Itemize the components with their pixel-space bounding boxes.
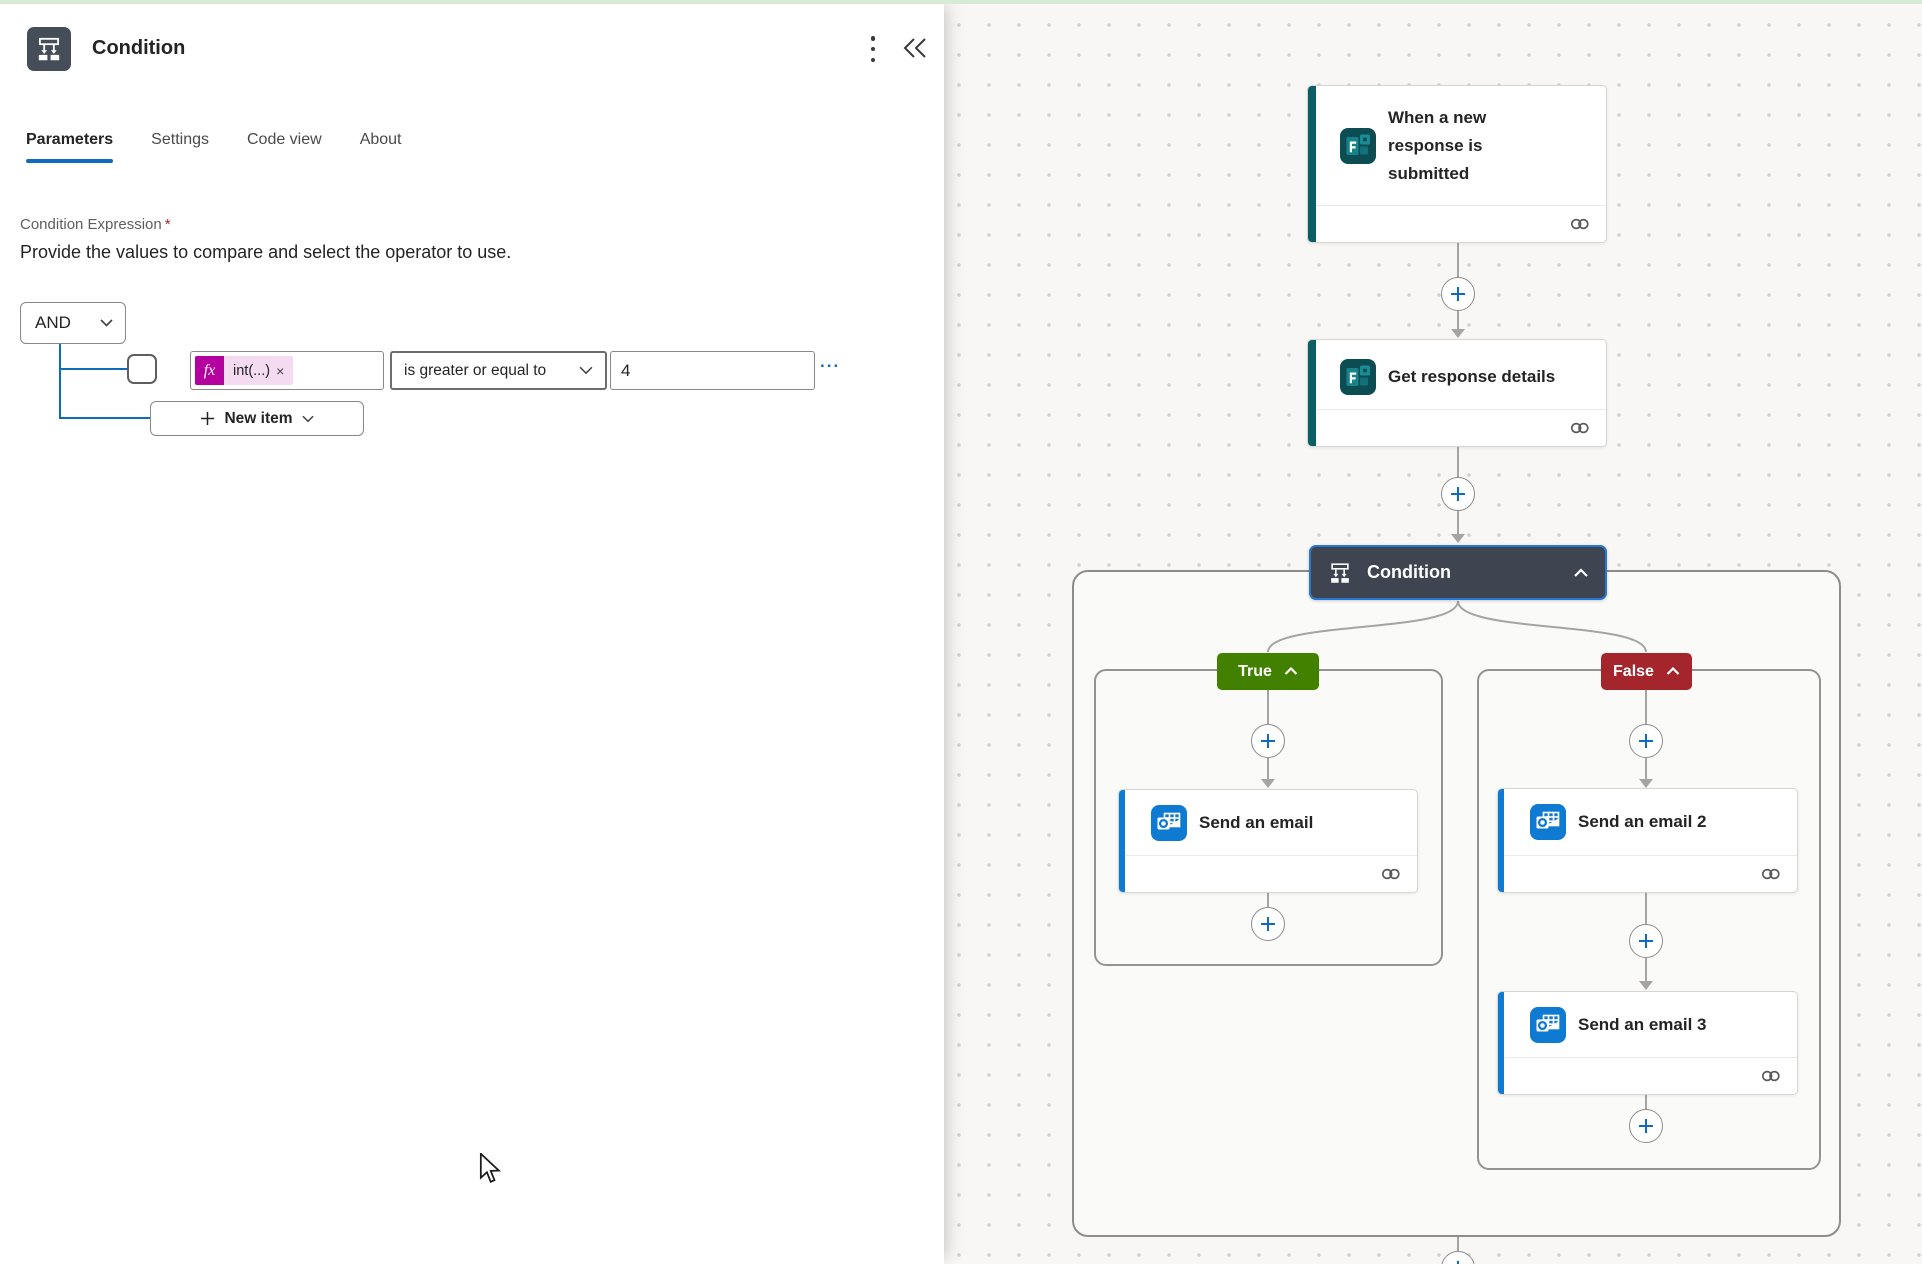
operand-field[interactable]: fx int(...) × (190, 351, 384, 390)
true-branch-badge[interactable]: True (1217, 653, 1319, 690)
panel-title: Condition (92, 37, 186, 59)
tree-connector-line (59, 368, 127, 370)
action-card-get-response-details[interactable]: Get response details (1307, 339, 1607, 447)
operator-value: is greater or equal to (404, 361, 547, 379)
group-operator-value: AND (35, 313, 71, 332)
action-title: Send an email (1199, 812, 1314, 832)
fx-expression-icon: fx (195, 356, 224, 385)
insert-action-button[interactable] (1629, 724, 1663, 758)
panel-tabs: Parameters Settings Code view About (26, 131, 402, 163)
double-chevron-left-icon (903, 38, 926, 58)
row-more-commands-button[interactable]: ... (820, 352, 841, 371)
connection-link-icon (1570, 218, 1589, 230)
connector-color-bar (1498, 789, 1504, 892)
tab-parameters[interactable]: Parameters (26, 131, 114, 163)
chevron-down-icon (301, 415, 314, 422)
remove-token-button[interactable]: × (276, 362, 285, 379)
outlook-icon (1151, 804, 1187, 841)
condition-icon (27, 27, 71, 71)
tree-connector-line (59, 344, 61, 418)
connection-link-icon (1761, 1070, 1780, 1082)
connection-link-icon (1761, 868, 1780, 880)
action-title: Send an email 3 (1578, 1014, 1707, 1034)
add-action-button[interactable] (1629, 1109, 1663, 1143)
condition-parameters-panel: Condition Parameters Settings Code view … (0, 0, 944, 1264)
connection-link-icon (1570, 422, 1589, 434)
expression-token-chip[interactable]: fx int(...) × (195, 356, 294, 385)
action-card-send-an-email-3[interactable]: Send an email 3 (1497, 991, 1798, 1095)
expression-token-label: int(...) (233, 362, 271, 379)
chevron-up-icon (1284, 667, 1298, 675)
required-asterisk: * (164, 216, 171, 233)
false-branch-label: False (1613, 662, 1654, 680)
connector-color-bar (1308, 86, 1316, 242)
chevron-down-icon (579, 366, 593, 375)
connector-color-bar (1119, 790, 1125, 892)
connection-link-icon (1381, 868, 1400, 880)
action-card-send-an-email-2[interactable]: Send an email 2 (1497, 788, 1798, 893)
condition-node-title: Condition (1367, 562, 1451, 582)
tab-about[interactable]: About (359, 131, 402, 148)
add-action-button[interactable] (1251, 907, 1285, 941)
microsoft-forms-icon (1340, 358, 1376, 395)
tab-settings[interactable]: Settings (151, 131, 209, 148)
condition-expression-label: Condition Expression* (20, 216, 171, 233)
insert-action-button[interactable] (1441, 477, 1475, 511)
chevron-up-icon (1666, 667, 1680, 675)
condition-expression-description: Provide the values to compare and select… (20, 242, 512, 262)
true-branch-label: True (1238, 662, 1272, 680)
insert-action-button[interactable] (1441, 277, 1475, 311)
condition-row-checkbox[interactable] (127, 354, 157, 384)
action-title: Send an email 2 (1578, 812, 1707, 831)
more-options-button[interactable] (864, 36, 882, 62)
chevron-down-icon (100, 319, 113, 327)
value-text: 4 (621, 360, 631, 380)
insert-action-button[interactable] (1629, 924, 1663, 958)
trigger-card-when-a-new-response-is-submitted[interactable]: When a new response is submitted (1307, 85, 1607, 243)
action-title: Get response details (1388, 366, 1556, 386)
plus-icon (201, 411, 215, 426)
top-accent-strip (0, 0, 1922, 4)
tree-connector-line (59, 417, 150, 419)
action-card-send-an-email[interactable]: Send an email (1118, 789, 1418, 893)
mouse-cursor (479, 1153, 501, 1183)
microsoft-forms-icon (1340, 127, 1376, 164)
operator-dropdown[interactable]: is greater or equal to (390, 351, 607, 390)
collapse-panel-button[interactable] (900, 34, 930, 62)
value-field[interactable]: 4 (610, 351, 815, 390)
group-operator-dropdown[interactable]: AND (20, 302, 126, 344)
outlook-icon (1530, 1006, 1566, 1043)
condition-node[interactable]: Condition (1309, 545, 1607, 600)
tab-code-view[interactable]: Code view (246, 131, 322, 148)
false-branch-badge[interactable]: False (1601, 653, 1692, 690)
insert-action-button[interactable] (1251, 724, 1285, 758)
new-item-button[interactable]: New item (150, 401, 364, 436)
connector-color-bar (1498, 992, 1504, 1094)
chevron-up-icon[interactable] (1573, 567, 1589, 578)
new-item-label: New item (224, 409, 293, 427)
condition-icon (1331, 562, 1349, 583)
trigger-title: When a new response is submitted (1388, 107, 1487, 183)
outlook-icon (1530, 804, 1566, 840)
connector-color-bar (1308, 340, 1316, 446)
